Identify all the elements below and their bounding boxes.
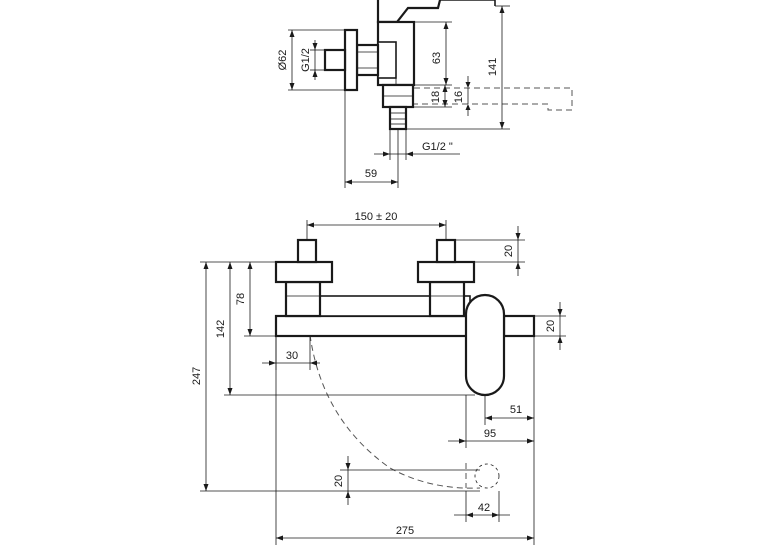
dim-78: 78 xyxy=(235,293,247,305)
dim-59: 59 xyxy=(365,168,377,180)
dim-95: 95 xyxy=(484,428,496,440)
dim-16: 16 xyxy=(453,91,465,103)
dim-d62: Ø62 xyxy=(277,50,289,71)
side-view: Ø62 G1/2 63 141 18 16 xyxy=(277,0,573,188)
dim-g12-vertical: G1/2 xyxy=(300,48,312,72)
dim-20-bottom: 20 xyxy=(333,475,345,487)
dim-42: 42 xyxy=(478,502,490,514)
dim-150: 150 ± 20 xyxy=(355,211,398,223)
dim-51: 51 xyxy=(510,404,522,416)
dim-275: 275 xyxy=(396,525,414,537)
dim-247: 247 xyxy=(191,367,203,385)
dim-18: 18 xyxy=(430,91,442,103)
front-view: 150 ± 20 20 20 78 142 247 xyxy=(191,211,566,545)
dim-142: 142 xyxy=(215,320,227,338)
dim-20-top: 20 xyxy=(503,245,515,257)
dim-20-right: 20 xyxy=(545,320,557,332)
dim-141: 141 xyxy=(487,58,499,76)
dim-30: 30 xyxy=(286,350,298,362)
dim-63: 63 xyxy=(431,52,443,64)
dim-g12-horizontal: G1/2 " xyxy=(422,141,453,153)
